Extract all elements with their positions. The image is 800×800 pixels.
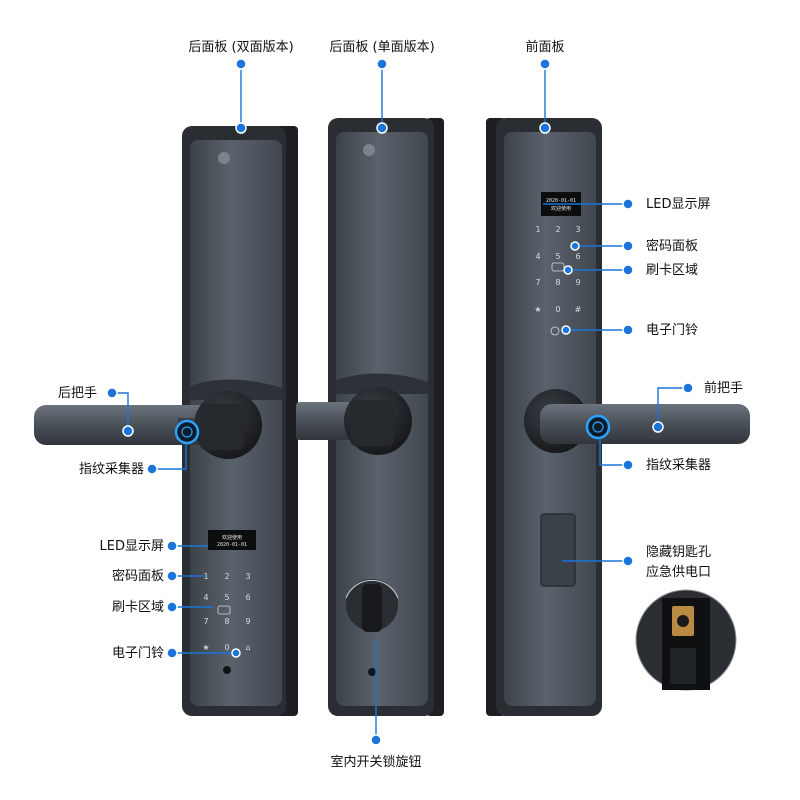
svg-text:1: 1 — [203, 572, 208, 581]
svg-text:3: 3 — [245, 572, 250, 581]
front-handle — [540, 404, 750, 444]
svg-text:2020-01-01: 2020-01-01 — [546, 198, 576, 204]
brand-logo-icon — [363, 144, 375, 156]
label-keypad-back: 密码面板 — [111, 569, 164, 584]
svg-text:⌂: ⌂ — [245, 643, 250, 652]
svg-text:7: 7 — [535, 278, 540, 287]
svg-text:0: 0 — [555, 305, 560, 314]
hidden-keyhole-cover — [540, 513, 576, 587]
label-card-area-back: 刷卡区域 — [111, 600, 164, 615]
label-emergency-power: 应急供电口 — [646, 565, 712, 580]
back-handle — [34, 405, 214, 445]
label-front-panel: 前面板 — [525, 40, 565, 55]
label-indoor-knob: 室内开关锁旋钮 — [330, 755, 422, 770]
svg-text:★: ★ — [534, 305, 541, 314]
label-back-panel-double: 后面板 (双面版本) — [188, 40, 294, 55]
label-back-handle: 后把手 — [57, 386, 97, 401]
label-fingerprint-front: 指纹采集器 — [646, 458, 712, 473]
fingerprint-sensor-back — [174, 419, 200, 445]
label-keypad-front: 密码面板 — [646, 239, 699, 254]
keypad-back: 1 2 3 4 5 6 7 8 9 ★ 0 ⌂ — [202, 572, 250, 652]
svg-text:8: 8 — [555, 278, 560, 287]
svg-text:8: 8 — [224, 617, 229, 626]
back-panel-single-lock — [296, 118, 444, 716]
label-front-handle: 前把手 — [704, 381, 744, 396]
svg-text:0: 0 — [224, 643, 229, 652]
callouts — [112, 64, 688, 740]
svg-text:9: 9 — [245, 617, 250, 626]
svg-text:3: 3 — [575, 225, 580, 234]
keyhole-back — [223, 666, 231, 674]
svg-text:2020-01-01: 2020-01-01 — [217, 542, 247, 548]
svg-text:1: 1 — [535, 225, 540, 234]
label-led-display-front: LED显示屏 — [646, 197, 711, 212]
svg-text:9: 9 — [575, 278, 580, 287]
indoor-knob — [362, 584, 382, 632]
led-display-back — [208, 530, 256, 550]
card-icon-back — [217, 605, 231, 615]
front-panel-lock: 2020-01-01 欢迎使用 1 2 3 4 5 6 7 8 9 ★ 0 # — [486, 118, 750, 716]
svg-text:7: 7 — [203, 617, 208, 626]
keyhole-middle — [368, 668, 376, 676]
card-icon-front — [551, 262, 565, 272]
keyhole-closeup-inset — [635, 589, 737, 691]
svg-text:欢迎使用: 欢迎使用 — [551, 205, 571, 212]
svg-text:6: 6 — [575, 252, 580, 261]
svg-text:#: # — [575, 305, 582, 314]
back-panel-double-lock: 欢迎使用 2020-01-01 1 2 3 4 5 6 7 8 9 ★ 0 ⌂ — [34, 126, 298, 716]
callout-dots — [106, 58, 694, 746]
label-doorbell-back: 电子门铃 — [111, 646, 164, 661]
svg-text:2: 2 — [555, 225, 560, 234]
label-hidden-keyhole: 隐藏钥匙孔 — [646, 545, 712, 560]
keypad-front: 1 2 3 4 5 6 7 8 9 ★ 0 # — [534, 225, 581, 314]
usb-port-icon — [670, 648, 696, 684]
fingerprint-sensor-front — [585, 414, 611, 440]
svg-text:5: 5 — [555, 252, 560, 261]
svg-text:2: 2 — [224, 572, 229, 581]
svg-text:★: ★ — [202, 643, 209, 652]
label-card-area-front: 刷卡区域 — [646, 263, 699, 278]
label-led-display-back: LED显示屏 — [99, 539, 164, 554]
brand-logo-icon — [218, 152, 230, 164]
svg-text:6: 6 — [245, 593, 250, 602]
svg-text:欢迎使用: 欢迎使用 — [222, 534, 242, 541]
label-back-panel-single: 后面板 (单面版本) — [329, 40, 435, 55]
svg-text:4: 4 — [535, 252, 540, 261]
label-doorbell-front: 电子门铃 — [646, 323, 699, 338]
bell-icon — [550, 326, 560, 336]
svg-text:5: 5 — [224, 593, 229, 602]
label-fingerprint-back: 指纹采集器 — [78, 462, 144, 477]
svg-text:4: 4 — [203, 593, 208, 602]
